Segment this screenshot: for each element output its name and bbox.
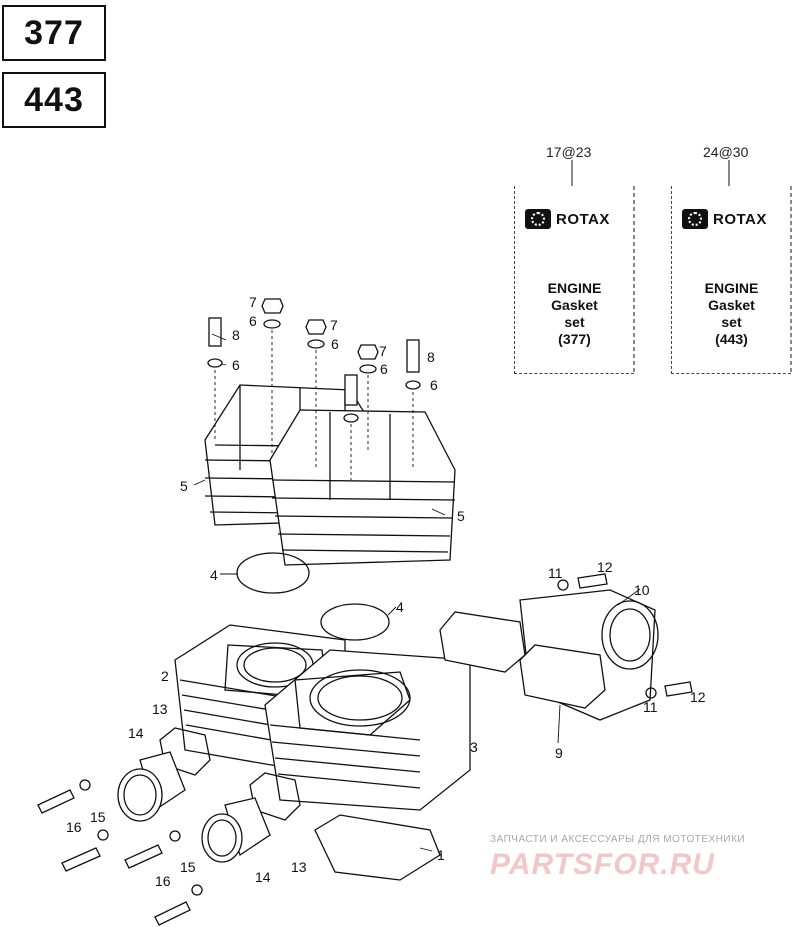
gear-logo-icon	[682, 209, 708, 229]
kit-ref-443: 24@30	[703, 144, 749, 160]
kit-brand: ROTAX	[556, 210, 610, 228]
intake-manifold-right	[201, 772, 301, 863]
callout-8: 8	[232, 327, 240, 343]
intake-bolts	[37, 779, 203, 926]
cylinder-head-right	[269, 409, 456, 566]
head-gasket-left	[236, 552, 310, 594]
gear-logo-icon	[525, 209, 551, 229]
rotary-valve-assembly	[439, 573, 693, 721]
leader-lines	[193, 333, 641, 852]
model-box-443: 443	[2, 72, 106, 128]
callout-7: 7	[379, 343, 387, 359]
watermark-tagline: ЗАПЧАСТИ И АКСЕССУАРЫ ДЛЯ МОТОТЕХНИКИ	[490, 834, 746, 845]
callout-11: 11	[548, 565, 563, 581]
rotax-logo: ROTAX	[525, 206, 629, 232]
kit-line-4: (377)	[558, 331, 591, 347]
callout-14: 14	[128, 725, 144, 741]
kit-line-1: ENGINE	[704, 280, 759, 296]
gasket-kit-443: ROTAX ENGINE Gasket set (443)	[671, 186, 791, 374]
callout-15: 15	[180, 859, 196, 875]
callout-13: 13	[152, 701, 168, 717]
head-fasteners	[207, 298, 421, 480]
callout-5: 5	[180, 478, 188, 494]
callout-10: 10	[634, 582, 650, 598]
kit-brand: ROTAX	[713, 210, 767, 228]
kit-line-3: set	[564, 314, 585, 330]
callout-14: 14	[255, 869, 271, 885]
callout-6: 6	[249, 313, 257, 329]
callout-6: 6	[430, 377, 438, 393]
kit-ref-377: 17@23	[546, 144, 592, 160]
callout-2: 2	[161, 668, 169, 684]
gasket-kit-377: ROTAX ENGINE Gasket set (377)	[514, 186, 634, 374]
kit-title: ENGINE Gasket set (443)	[672, 280, 791, 348]
callout-13: 13	[291, 859, 307, 875]
callout-8: 8	[427, 349, 435, 365]
callout-16: 16	[66, 819, 82, 835]
kit-line-1: ENGINE	[547, 280, 602, 296]
callout-labels: 1 2 3 4 4 5 5 6 6 6 6 6 7 7 7 8 8 9 10 1…	[66, 294, 706, 889]
callout-11: 11	[643, 699, 658, 715]
head-gasket-right	[320, 603, 390, 641]
base-gasket	[314, 814, 441, 881]
callout-1: 1	[437, 847, 445, 863]
callout-7: 7	[330, 317, 338, 333]
kit-line-2: Gasket	[708, 297, 755, 313]
callout-5: 5	[457, 508, 465, 524]
rotax-logo: ROTAX	[682, 206, 786, 232]
intake-manifold-left	[117, 727, 211, 822]
kit-line-2: Gasket	[551, 297, 598, 313]
watermark-logo: PARTSFOR.RU	[490, 848, 715, 881]
callout-15: 15	[90, 809, 106, 825]
callout-6: 6	[380, 361, 388, 377]
callout-4: 4	[396, 599, 404, 615]
callout-9: 9	[555, 745, 563, 761]
kit-line-3: set	[721, 314, 742, 330]
kit-line-4: (443)	[715, 331, 748, 347]
cylinder-right	[264, 649, 471, 811]
callout-4: 4	[210, 567, 218, 583]
model-box-377: 377	[2, 5, 106, 61]
callout-12: 12	[597, 559, 613, 575]
callout-3: 3	[470, 739, 478, 755]
callout-6: 6	[232, 357, 240, 373]
callout-12: 12	[690, 689, 706, 705]
callout-6: 6	[331, 336, 339, 352]
callout-16: 16	[155, 873, 171, 889]
kit-title: ENGINE Gasket set (377)	[515, 280, 634, 348]
callout-7: 7	[249, 294, 257, 310]
